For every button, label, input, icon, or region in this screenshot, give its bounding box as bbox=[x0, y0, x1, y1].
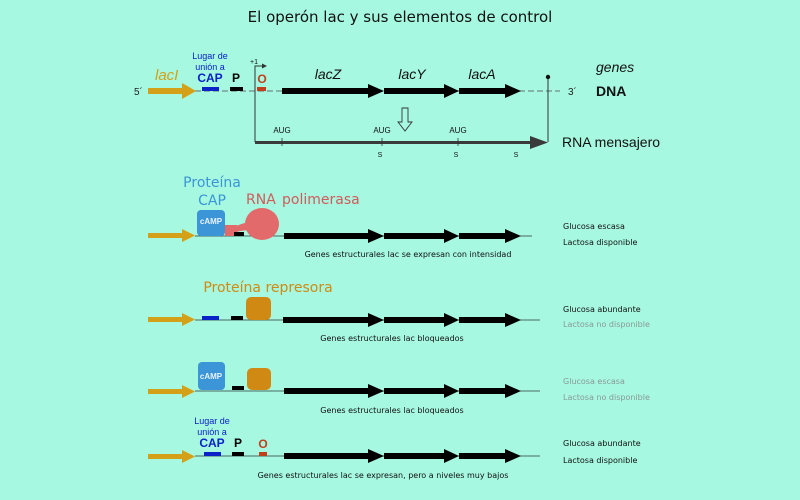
state-blocked-camp: cAMP Genes estructurales lac bloqueados … bbox=[148, 362, 650, 415]
repressor-label: Proteína represora bbox=[203, 280, 332, 296]
structural-genes bbox=[284, 384, 521, 398]
cap-site-label-line3: CAP bbox=[199, 436, 224, 450]
lactose-condition: Lactosa disponible bbox=[563, 238, 637, 247]
transcription-start-label: +1 bbox=[250, 59, 258, 66]
cap-site-label-line1: Lugar de bbox=[192, 51, 228, 61]
promoter-block bbox=[234, 232, 244, 236]
cap-protein bbox=[197, 210, 225, 236]
stop-codon-3: S bbox=[514, 152, 519, 159]
promoter-label: P bbox=[232, 71, 240, 85]
cap-site-label-line2: unión a bbox=[197, 427, 227, 437]
promoter-block bbox=[231, 316, 243, 320]
lactose-condition: Lactosa no disponible bbox=[563, 393, 650, 402]
cap-protein-label-line2: CAP bbox=[198, 193, 226, 209]
operator-block bbox=[259, 452, 267, 456]
operator-label: O bbox=[257, 72, 266, 86]
laci-arrow bbox=[148, 229, 195, 242]
state-low-expression: Lugar de unión a CAP P O Genes estructur… bbox=[148, 416, 641, 480]
laci-arrow bbox=[148, 385, 195, 398]
operator-label: O bbox=[258, 437, 267, 451]
structural-genes bbox=[284, 229, 521, 243]
glucose-condition: Glucosa escasa bbox=[563, 377, 625, 386]
terminator-dot bbox=[545, 74, 551, 80]
structural-genes bbox=[283, 313, 521, 327]
mrna-line bbox=[255, 141, 533, 144]
aug-codon-3: AUG bbox=[449, 126, 466, 135]
stop-codon-1: S bbox=[378, 152, 383, 159]
state-repressed: Proteína represora Genes estructurales l… bbox=[148, 280, 650, 343]
operator-block bbox=[257, 87, 266, 91]
cap-site-label-line2: unión a bbox=[195, 62, 225, 72]
rna-polymerase-label-name: polimerasa bbox=[282, 192, 360, 208]
glucose-condition: Glucosa abundante bbox=[563, 439, 641, 448]
glucose-condition: Glucosa abundante bbox=[563, 305, 641, 314]
dna-overview: 5´ 3´ lacI Lugar de unión a CAP P O +1 bbox=[134, 51, 660, 159]
expression-result: Genes estructurales lac se expresan con … bbox=[305, 250, 512, 259]
rna-polymerase bbox=[225, 208, 279, 240]
laci-arrow bbox=[148, 83, 196, 99]
lactose-condition: Lactosa disponible bbox=[563, 456, 637, 465]
gene-lacz: lacZ bbox=[315, 66, 342, 82]
lactose-condition: Lactosa no disponible bbox=[563, 320, 650, 329]
glucose-condition: Glucosa escasa bbox=[563, 222, 625, 231]
transcription-down-arrow bbox=[397, 107, 413, 132]
transcription-start-arrow bbox=[254, 65, 263, 142]
dna-label: DNA bbox=[596, 83, 626, 99]
gene-laca: lacA bbox=[468, 66, 495, 82]
promoter-block bbox=[230, 87, 243, 91]
aug-codon-1: AUG bbox=[273, 126, 290, 135]
genes-label: genes bbox=[596, 59, 634, 75]
cap-site-label-line3: CAP bbox=[197, 71, 222, 85]
aug-codon-2: AUG bbox=[373, 126, 390, 135]
state-high-expression: Proteína CAP cAMP RNA polimerasa Genes e… bbox=[148, 175, 637, 259]
laci-arrow bbox=[148, 450, 195, 463]
gene-lacy: lacY bbox=[398, 66, 427, 82]
rna-polymerase-label-rna: RNA bbox=[246, 192, 276, 208]
cap-binding-site bbox=[202, 87, 219, 91]
repressor-protein bbox=[247, 368, 271, 390]
structural-genes bbox=[284, 449, 521, 463]
cap-protein-label-line1: Proteína bbox=[183, 175, 241, 191]
stop-codon-2: S bbox=[454, 152, 459, 159]
cap-binding-site bbox=[204, 452, 221, 456]
expression-result: Genes estructurales lac se expresan, per… bbox=[258, 471, 509, 480]
promoter-label: P bbox=[234, 436, 242, 450]
cap-protein bbox=[198, 362, 225, 390]
camp-label: cAMP bbox=[200, 372, 223, 381]
mrna-label: RNA mensajero bbox=[562, 134, 660, 150]
promoter-block bbox=[232, 452, 244, 456]
five-prime-label: 5´ bbox=[134, 86, 143, 98]
promoter-block bbox=[232, 386, 244, 390]
structural-genes bbox=[282, 84, 521, 98]
laci-arrow bbox=[148, 313, 195, 326]
camp-label: cAMP bbox=[200, 217, 223, 226]
expression-result: Genes estructurales lac bloqueados bbox=[320, 406, 463, 415]
repressor-protein bbox=[246, 297, 271, 320]
three-prime-label: 3´ bbox=[568, 86, 577, 98]
expression-result: Genes estructurales lac bloqueados bbox=[320, 334, 463, 343]
cap-binding-site bbox=[202, 316, 219, 320]
cap-site-label-line1: Lugar de bbox=[194, 416, 230, 426]
laci-label: lacI bbox=[155, 67, 178, 84]
diagram-title: El operón lac y sus elementos de control bbox=[248, 8, 553, 26]
